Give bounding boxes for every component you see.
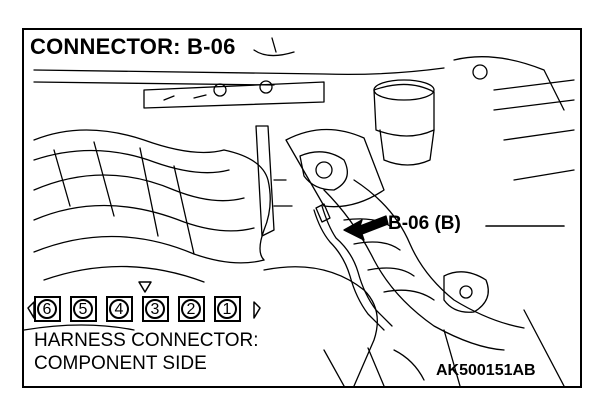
figure-code: AK500151AB: [436, 362, 536, 379]
connector-title: CONNECTOR: B-06: [30, 34, 236, 59]
harness-label-line1: HARNESS CONNECTOR:: [34, 330, 259, 351]
engine-bay-illustration: [24, 37, 575, 386]
pin-1: 1: [217, 299, 237, 319]
pin-3: 3: [145, 299, 165, 319]
pin-2: 2: [181, 299, 201, 319]
harness-label-line2: COMPONENT SIDE: [34, 353, 207, 374]
callout-label: B-06 (B): [388, 213, 461, 234]
diagram-frame: CONNECTOR: B-06 B-06 (B) 6 5 4 3 2 1 HAR…: [22, 28, 582, 388]
pin-6: 6: [37, 299, 57, 319]
pin-4: 4: [109, 299, 129, 319]
pin-5: 5: [73, 299, 93, 319]
